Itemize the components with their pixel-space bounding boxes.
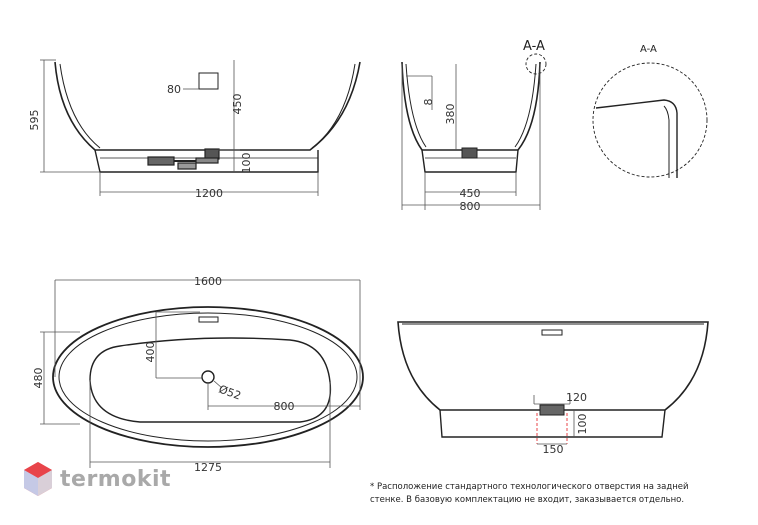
detail-view [592, 62, 708, 178]
top-outer-rim [52, 306, 364, 448]
footnote-line-1: * Расположение стандартного технологичес… [370, 482, 689, 492]
front-base-width-label: 1200 [195, 187, 223, 200]
side-depth-label: 380 [444, 104, 457, 125]
top-drain-offset-label: 400 [144, 342, 157, 363]
front-tap-offset-label: 80 [167, 83, 181, 96]
top-half-length-label: 800 [274, 400, 295, 413]
rear-overflow [541, 329, 563, 336]
top-width-label: 480 [32, 368, 45, 389]
top-view [40, 279, 364, 468]
side-drain [461, 147, 478, 159]
footnote-line-2: стенке. В базовую комплектацию не входит… [370, 494, 685, 505]
top-length-label: 1600 [194, 275, 222, 288]
front-inner-depth-label: 450 [231, 94, 244, 115]
detail-rim-profile [595, 99, 678, 178]
side-base-width-label: 450 [460, 187, 481, 200]
top-overflow [198, 316, 219, 323]
section-label-main: A-A [523, 39, 545, 54]
side-base [421, 149, 519, 173]
detail-circle [592, 62, 708, 178]
rear-view [397, 321, 709, 445]
rear-base [439, 409, 666, 438]
top-drain [201, 370, 215, 384]
section-marker-circle [525, 53, 547, 75]
rear-hole-offset-label: 150 [543, 443, 564, 456]
front-outer-shell [54, 61, 361, 151]
front-base [94, 149, 319, 173]
termokit-logo-icon [24, 462, 52, 496]
top-inner-length-label: 1275 [194, 461, 222, 474]
front-view [40, 59, 361, 196]
front-height-label: 595 [28, 110, 41, 131]
footnote: * Расположение стандартного технологичес… [370, 481, 750, 506]
side-offset-label: 8 [422, 99, 435, 106]
rear-hole-height-label: 100 [576, 414, 589, 435]
front-inner-shell [59, 63, 356, 149]
side-view [401, 53, 547, 210]
front-overflow [198, 72, 219, 90]
front-base-height-label: 100 [240, 153, 253, 174]
front-drain-assembly [147, 148, 220, 170]
section-label-detail: A-A [640, 44, 657, 55]
top-drain-diameter-label: Ø52 [217, 383, 243, 403]
side-total-width-label: 800 [460, 200, 481, 213]
brand-name: termokit [60, 467, 172, 492]
rear-hole-width-label: 120 [566, 391, 587, 404]
rear-tech-hole [539, 404, 565, 416]
